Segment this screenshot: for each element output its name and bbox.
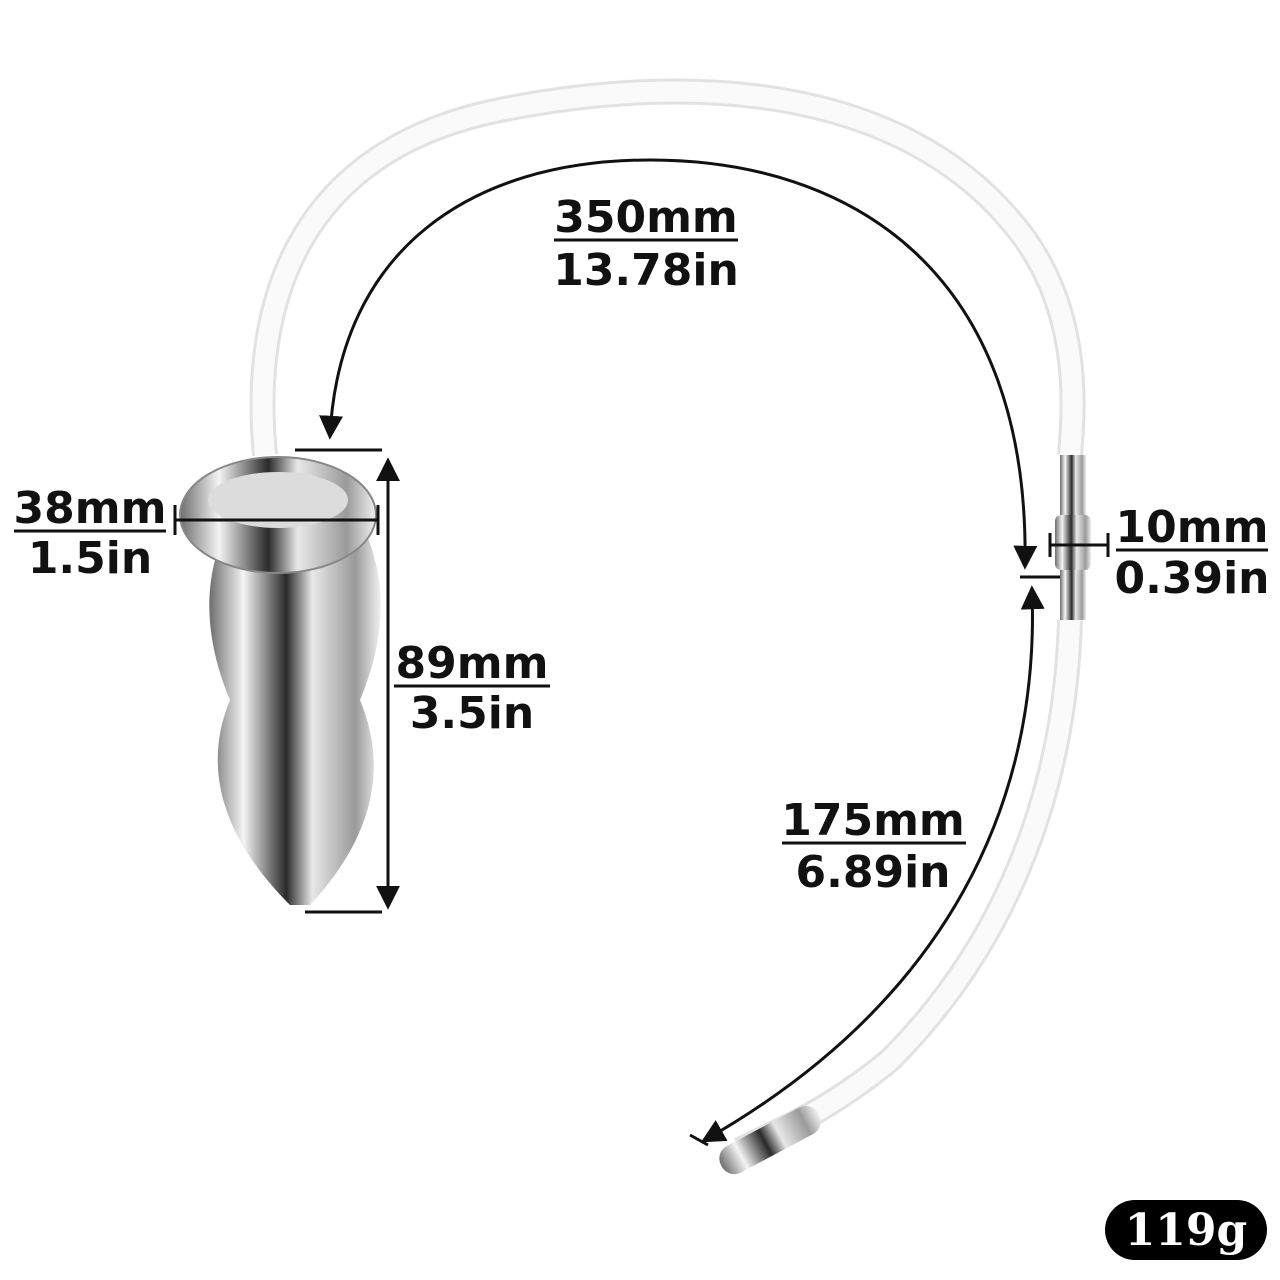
tip-nozzle bbox=[719, 1105, 821, 1175]
tip-length-in: 6.89in bbox=[796, 847, 951, 898]
label-connector-diameter: 10mm 0.39in bbox=[1115, 502, 1270, 604]
label-tube-length: 350mm 13.78in bbox=[553, 192, 739, 296]
label-tip-length: 175mm 6.89in bbox=[781, 795, 966, 898]
threaded-connector bbox=[1055, 455, 1091, 620]
metal-plug-body bbox=[179, 456, 381, 905]
tube-length-in: 13.78in bbox=[553, 245, 739, 296]
connector-diameter-in: 0.39in bbox=[1115, 553, 1270, 604]
tip-length-mm: 175mm bbox=[781, 795, 965, 846]
flange-diameter-in: 1.5in bbox=[28, 533, 152, 584]
label-body-length: 89mm 3.5in bbox=[394, 638, 550, 739]
weight-value: 119g bbox=[1125, 1205, 1248, 1256]
tube-length-arrow bbox=[319, 158, 1038, 570]
flange-diameter-mm: 38mm bbox=[14, 483, 167, 534]
connector-diameter-mm: 10mm bbox=[1116, 502, 1269, 553]
dimension-lines bbox=[173, 158, 1110, 1147]
weight-badge: 119g bbox=[1105, 1200, 1267, 1260]
tube-length-mm: 350mm bbox=[554, 192, 738, 243]
tip-length-arrow bbox=[700, 585, 1045, 1143]
body-length-mm: 89mm bbox=[396, 638, 549, 689]
body-length-in: 3.5in bbox=[410, 688, 534, 739]
label-flange-diameter: 38mm 1.5in bbox=[14, 483, 167, 584]
